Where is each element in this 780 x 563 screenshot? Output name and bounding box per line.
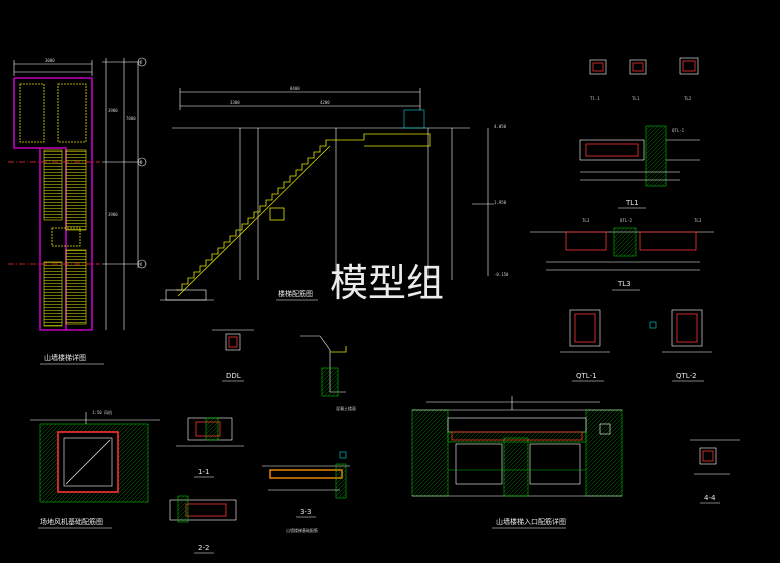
svg-text:3900: 3900	[108, 108, 118, 113]
svg-text:8400: 8400	[290, 86, 300, 91]
title-qtl2: QTL-2	[676, 372, 697, 380]
caption-3-3: 山墙楼梯基础配筋	[286, 527, 318, 533]
svg-text:1:50 风机: 1:50 风机	[92, 409, 112, 415]
svg-text:TL3: TL3	[582, 218, 590, 223]
section-4-4	[690, 439, 740, 475]
axis-bubble-d: D	[140, 160, 143, 165]
svg-text:7800: 7800	[126, 116, 136, 121]
svg-text:3300: 3300	[230, 100, 240, 105]
title-ddl: DDL	[226, 372, 241, 380]
stair-plan-detail: 3000 3900 3900 7800	[8, 58, 142, 331]
title-section-3-3: 3-3	[300, 508, 311, 516]
svg-text:TL2: TL2	[684, 96, 692, 101]
stair-section: 8400 3300 4200 4.050 1.950 -0.150	[160, 86, 509, 301]
beam-sections-small: Tl.1 TL1 TL2	[589, 57, 699, 101]
axis-bubble-e: E	[140, 60, 143, 65]
svg-text:-0.150: -0.150	[494, 272, 509, 277]
entrance-detail	[411, 396, 623, 497]
section-3-3	[262, 451, 350, 499]
svg-text:TL1: TL1	[632, 96, 640, 101]
svg-text:4.050: 4.050	[494, 124, 507, 129]
svg-text:4200: 4200	[320, 100, 330, 105]
landing-detail: 混凝土楼面	[300, 335, 356, 411]
svg-text:QTL-2: QTL-2	[620, 218, 633, 223]
tl3-detail: TL3 TL3 QTL-2	[530, 218, 714, 271]
title-section-2-2: 2-2	[198, 544, 209, 552]
title-foundation: 场地风机基础配筋图	[40, 517, 103, 526]
title-section-1-1: 1-1	[198, 468, 209, 476]
title-section-4-4: 4-4	[704, 494, 716, 502]
ddl-detail	[212, 329, 254, 351]
svg-text:Tl.1: Tl.1	[590, 96, 600, 101]
title-stair-plan: 山墙楼梯详图	[44, 353, 86, 362]
qtl-sections	[560, 309, 712, 353]
watermark-text: 模型组	[330, 261, 444, 305]
title-tl3: TL3	[617, 280, 631, 288]
axis-bubble-c: C	[140, 262, 143, 267]
title-qtl1: QTL-1	[576, 372, 597, 380]
svg-text:TL3: TL3	[694, 218, 702, 223]
section-1-1	[176, 417, 244, 447]
svg-text:3900: 3900	[108, 212, 118, 217]
svg-text:混凝土楼面: 混凝土楼面	[336, 405, 356, 411]
foundation-plan: 1:50 风机	[30, 409, 160, 503]
title-entrance: 山墙楼梯入口配筋详图	[496, 517, 566, 526]
svg-text:3000: 3000	[45, 58, 55, 63]
svg-text:1.950: 1.950	[494, 200, 507, 205]
section-2-2	[169, 495, 237, 523]
qtl1-ref: QTL-1	[672, 128, 685, 133]
axis-bubbles: E D C	[137, 57, 147, 269]
title-tl1: TL1	[625, 199, 639, 207]
title-stair-section: 楼梯配筋图	[278, 289, 313, 298]
tl1-detail	[579, 125, 700, 187]
